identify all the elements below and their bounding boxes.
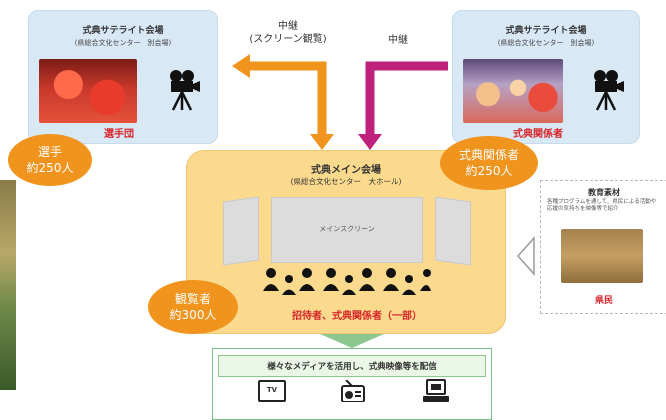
relay-left-line1: 中継 [278,21,298,32]
relay-arrows [232,54,448,348]
badge-athletes-line1: 選手 [37,144,62,159]
main-venue-subtitle: (県総合文化センター 大ホール) [290,177,402,186]
tv-icon: TV [258,380,286,402]
satellite-venue-left: 式典サテライト会場 (県総合文化センター 別会場) 選手団 [28,10,218,144]
education-box: 教育素材 各種プログラムを通して、県民による活動や応援の気持ちを映像等で紹介 県… [540,180,666,314]
orange-relay-arrow [248,61,327,142]
media-banner: 様々なメディアを活用し、式典映像等を配信 [218,355,486,377]
education-feed-arrow [516,236,535,276]
badge-athletes-line2: 約250人 [26,161,74,175]
satellite-right-title: 式典サテライト会場 [505,26,587,36]
badge-officials-line2: 約250人 [465,164,513,178]
relay-right-label: 中継 [388,35,408,46]
satellite-venue-right: 式典サテライト会場 (県総合文化センター 別会場) 式典関係者 [452,10,640,144]
side-screen-right [435,196,471,266]
satellite-left-subtitle: (県総合文化センター 別会場) [74,39,172,47]
tv-label: TV [266,386,278,394]
magenta-relay-arrow [365,61,448,138]
badge-audience-line1: 観覧者 [174,291,211,306]
satellite-left-title: 式典サテライト会場 [82,26,164,36]
orange-arrow-head-left [232,54,250,78]
main-venue-title: 式典メイン会場 [311,165,381,176]
radio-icon [341,380,365,402]
relay-left-label: 中継 (スクリーン観覧) [238,20,338,46]
main-screen: メインスクリーン [271,197,423,263]
audience-icons [263,268,431,295]
video-camera-icon [591,69,625,115]
main-venue: 式典メイン会場 (県総合文化センター 大ホール) メインスクリーン 招待者、式典… [186,150,506,334]
magenta-arrow-head-down [358,134,382,150]
education-caption: 県民 [594,296,613,306]
main-venue-guests-caption: 招待者、式典関係者（一部） [292,311,422,322]
main-screen-label: メインスクリーン [319,225,375,233]
badge-audience-line2: 約300人 [169,308,217,322]
video-camera-icon [167,69,201,115]
badge-audience: 観覧者 約300人 [148,280,238,334]
badge-athletes: 選手 約250人 [8,134,92,186]
badge-officials-line1: 式典関係者 [458,147,519,162]
relay-left-line2: (スクリーン観覧) [249,34,327,45]
side-screen-left [223,196,259,266]
left-edge-photo [0,180,16,390]
athletes-photo [39,59,137,123]
satellite-left-caption: 選手団 [104,129,134,140]
classroom-photo [561,229,643,283]
education-description: 各種プログラムを通して、県民による活動や応援の気持ちを映像等で紹介 [547,199,657,213]
green-down-arrow [320,334,384,348]
satellite-right-subtitle: (県総合文化センター 別会場) [497,39,595,47]
laptop-icon [423,379,449,402]
satellite-right-caption: 式典関係者 [513,129,563,140]
badge-officials: 式典関係者 約250人 [440,136,538,190]
performers-photo [463,59,563,123]
orange-arrow-head-down [310,134,334,150]
education-title: 教育素材 [588,188,620,197]
